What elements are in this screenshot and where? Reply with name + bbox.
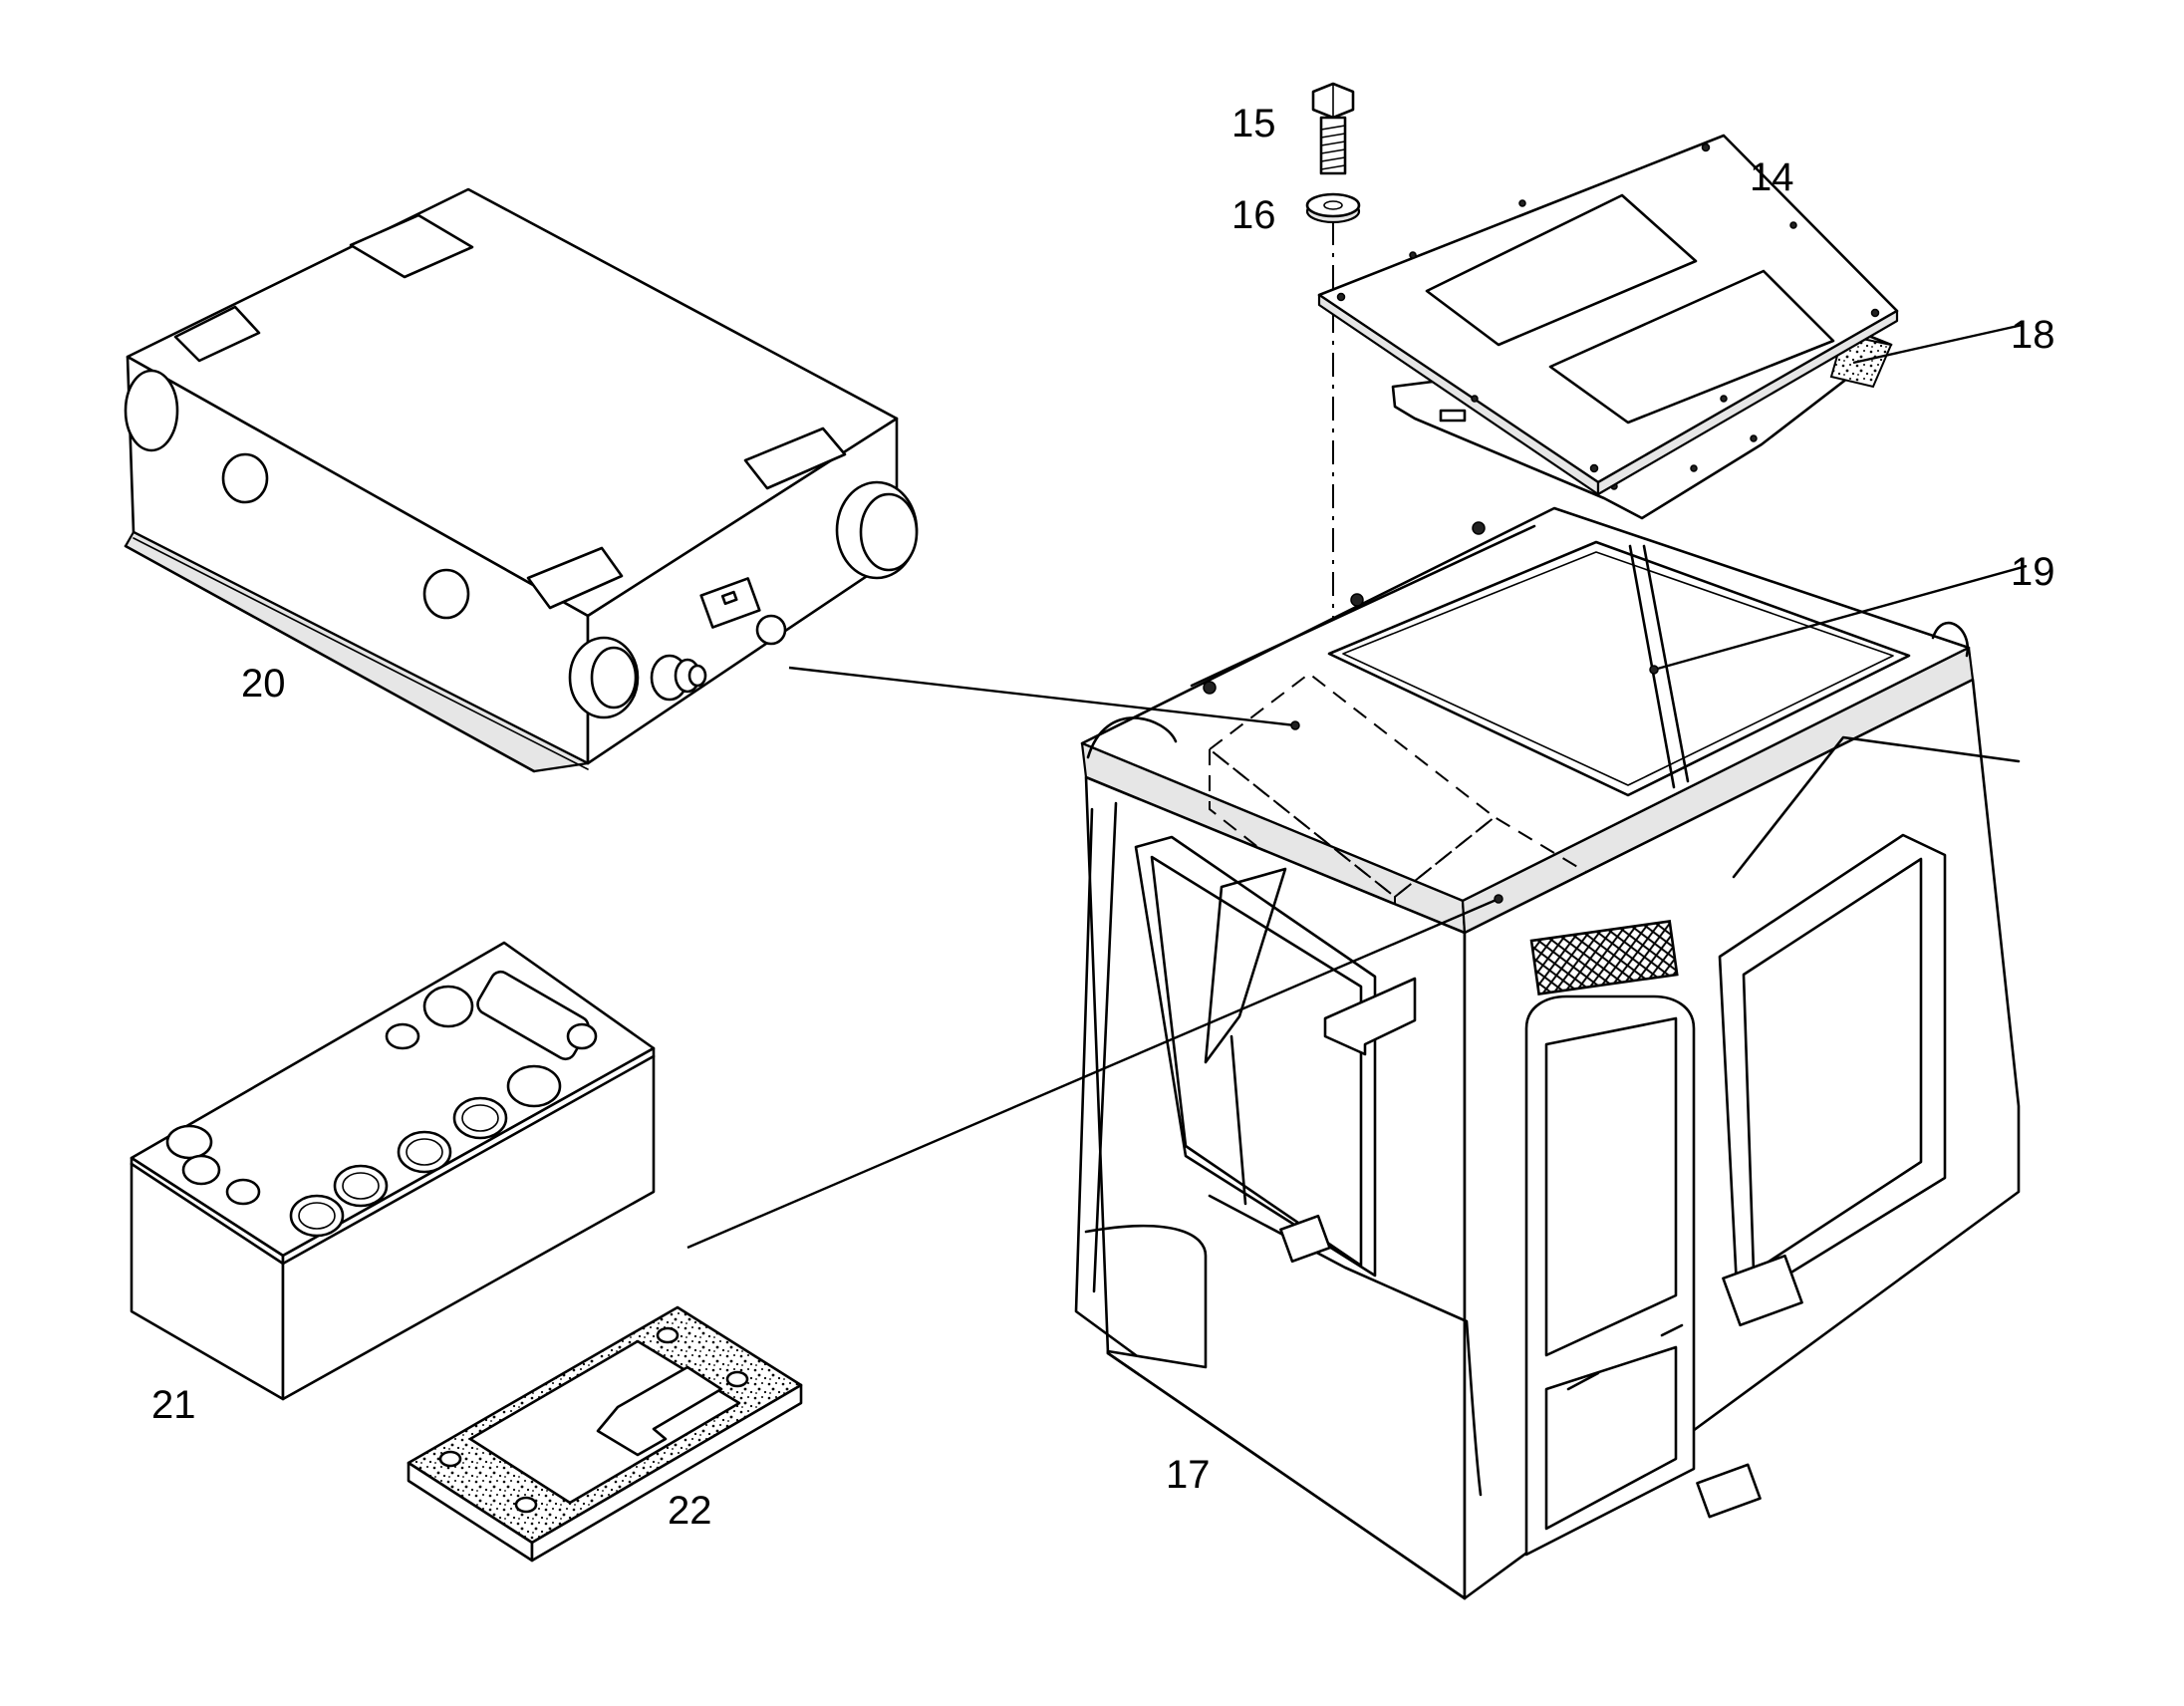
leader-19 — [1653, 564, 2028, 672]
leader-21-22 — [686, 897, 1500, 1250]
label-part-16: 16 — [1231, 193, 1276, 237]
label-part-21: 21 — [151, 1383, 196, 1427]
cab-17 — [1074, 506, 2021, 1600]
heater-unit-20 — [124, 187, 919, 773]
leader-18 — [1852, 323, 2024, 365]
battery-21 — [130, 941, 656, 1401]
bolt-15 — [1311, 82, 1355, 175]
label-part-15: 15 — [1231, 102, 1276, 145]
leader-20 — [788, 666, 1296, 727]
washer-16 — [1305, 192, 1361, 224]
label-part-20: 20 — [241, 662, 286, 706]
label-part-22: 22 — [668, 1489, 712, 1533]
label-part-19: 19 — [2011, 550, 2055, 594]
label-part-18: 18 — [2011, 313, 2055, 357]
roof-panel-14 — [1317, 134, 1899, 496]
label-part-14: 14 — [1750, 155, 1794, 199]
label-part-17: 17 — [1166, 1453, 1211, 1497]
mounting-pad-22 — [407, 1305, 803, 1563]
